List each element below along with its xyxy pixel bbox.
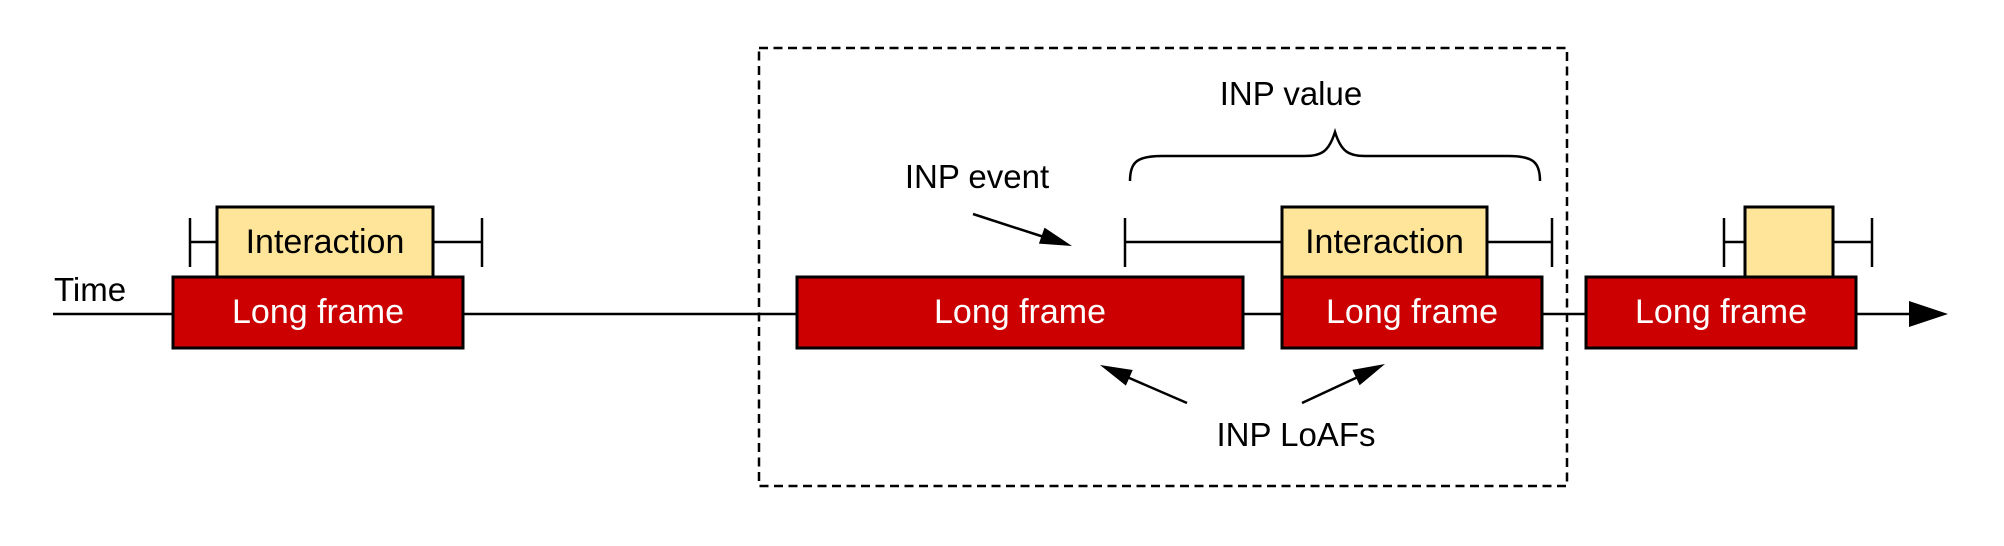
interaction-boxes	[215, 205, 1835, 279]
inp-event-arrowhead-icon	[1038, 227, 1072, 246]
time-axis-arrowhead-icon	[1909, 301, 1948, 327]
inp-loafs-right-arrowhead-icon	[1352, 364, 1385, 386]
inp-value-label: INP value	[1219, 75, 1363, 112]
annotation-arrows	[972, 212, 1385, 405]
interaction-whiskers	[188, 218, 1874, 267]
inp-loafs-right-arrow-line	[1301, 374, 1361, 405]
inp-loafs-left-arrowhead-icon	[1100, 365, 1133, 386]
long-frame-boxes	[171, 275, 1858, 350]
inp-loafs-label: INP LoAFs	[1216, 416, 1376, 453]
long-frame-box-3	[1280, 275, 1544, 350]
interaction-box-3	[1743, 205, 1835, 279]
long-frame-box-4	[1584, 275, 1858, 350]
interaction-box-2	[1280, 205, 1489, 279]
inp-value-brace	[1128, 127, 1542, 182]
inp-event-label: INP event	[904, 158, 1050, 195]
long-frame-box-1	[171, 275, 465, 350]
interaction-box-1	[215, 205, 435, 279]
inp-event-arrow-line	[972, 212, 1045, 239]
long-frame-box-2	[795, 275, 1245, 350]
time-axis-label: Time	[54, 271, 127, 308]
inp-loafs-left-arrow-line	[1126, 375, 1188, 405]
